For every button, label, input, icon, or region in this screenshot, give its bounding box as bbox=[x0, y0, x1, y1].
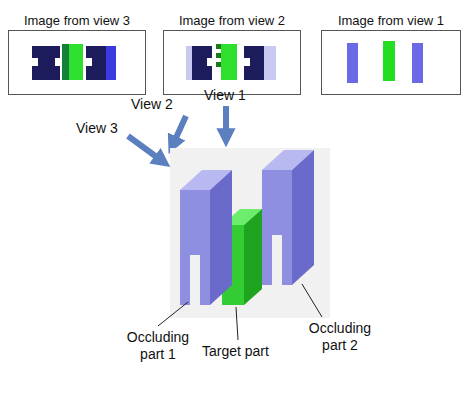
figure-part bbox=[302, 284, 322, 317]
figure-part bbox=[158, 302, 188, 326]
part-label: Target part bbox=[202, 343, 269, 360]
figure-part bbox=[32, 46, 60, 80]
figure-part bbox=[69, 44, 83, 80]
figure-part bbox=[264, 46, 276, 80]
figure-part bbox=[180, 190, 210, 305]
figure-part bbox=[186, 46, 192, 80]
part-label: Occluding part 1 bbox=[118, 329, 198, 363]
view3-image bbox=[32, 44, 116, 80]
figure-part bbox=[223, 106, 229, 132]
figure-part bbox=[383, 41, 395, 81]
figure-part bbox=[210, 170, 232, 305]
image-frame: Image from view 3 bbox=[8, 30, 146, 95]
image-frame: Image from view 2 bbox=[163, 30, 301, 95]
figure-part bbox=[216, 53, 221, 58]
figure-part bbox=[244, 46, 264, 80]
figure-part bbox=[192, 46, 212, 80]
part-label: Occluding part 2 bbox=[300, 320, 380, 354]
figure-part bbox=[128, 136, 158, 158]
figure-part bbox=[412, 43, 423, 83]
figure-part bbox=[170, 148, 330, 318]
view2-image bbox=[186, 44, 276, 80]
figure-part bbox=[216, 62, 221, 67]
figure-part bbox=[244, 209, 262, 305]
view-image-title: Image from view 2 bbox=[164, 13, 300, 28]
view-image-title: Image from view 1 bbox=[322, 13, 460, 28]
view-label: View 2 bbox=[131, 96, 173, 113]
image-frame: Image from view 1 bbox=[321, 30, 461, 95]
figure-part bbox=[262, 170, 292, 285]
figure-part bbox=[347, 43, 358, 83]
figure-part bbox=[62, 44, 69, 80]
view-image-title: Image from view 3 bbox=[9, 13, 145, 28]
figure-part bbox=[106, 46, 116, 80]
figure-part bbox=[86, 46, 106, 80]
view-label: View 1 bbox=[204, 87, 246, 104]
figure-part bbox=[221, 44, 237, 80]
view1-image bbox=[347, 41, 423, 83]
view-label: View 3 bbox=[76, 120, 118, 137]
render-3d bbox=[170, 148, 330, 318]
figure-part bbox=[216, 44, 221, 49]
figure-part bbox=[175, 116, 186, 140]
figure-part bbox=[236, 307, 238, 340]
figure-part bbox=[292, 150, 314, 285]
